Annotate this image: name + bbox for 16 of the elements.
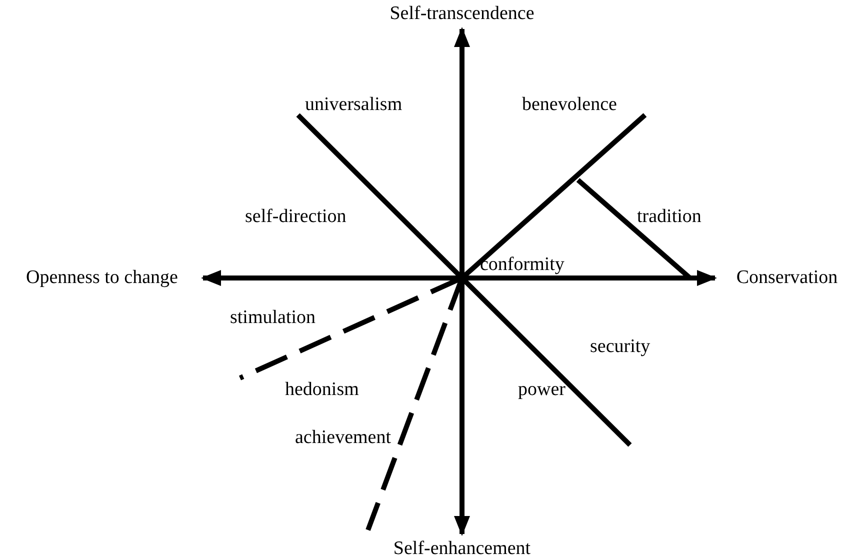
- value-label: universalism: [305, 93, 402, 117]
- axis-pole-label: Self-enhancement: [382, 537, 542, 559]
- double-arrow: [454, 27, 470, 536]
- value-label: benevolence: [522, 93, 617, 117]
- value-label: achievement: [295, 426, 392, 450]
- value-label: power: [518, 378, 566, 402]
- value-label: security: [590, 335, 650, 359]
- value-label: stimulation: [230, 306, 316, 330]
- axis-pole-label: Openness to change: [4, 266, 200, 290]
- axis-pole-label: Conservation: [718, 266, 856, 290]
- value-label: self-direction: [245, 205, 346, 229]
- value-label: hedonism: [285, 378, 359, 402]
- value-label: conformity: [480, 253, 564, 277]
- double-arrow: [201, 270, 717, 286]
- value-label: tradition: [637, 205, 702, 229]
- axis-pole-label: Self-transcendence: [372, 2, 552, 26]
